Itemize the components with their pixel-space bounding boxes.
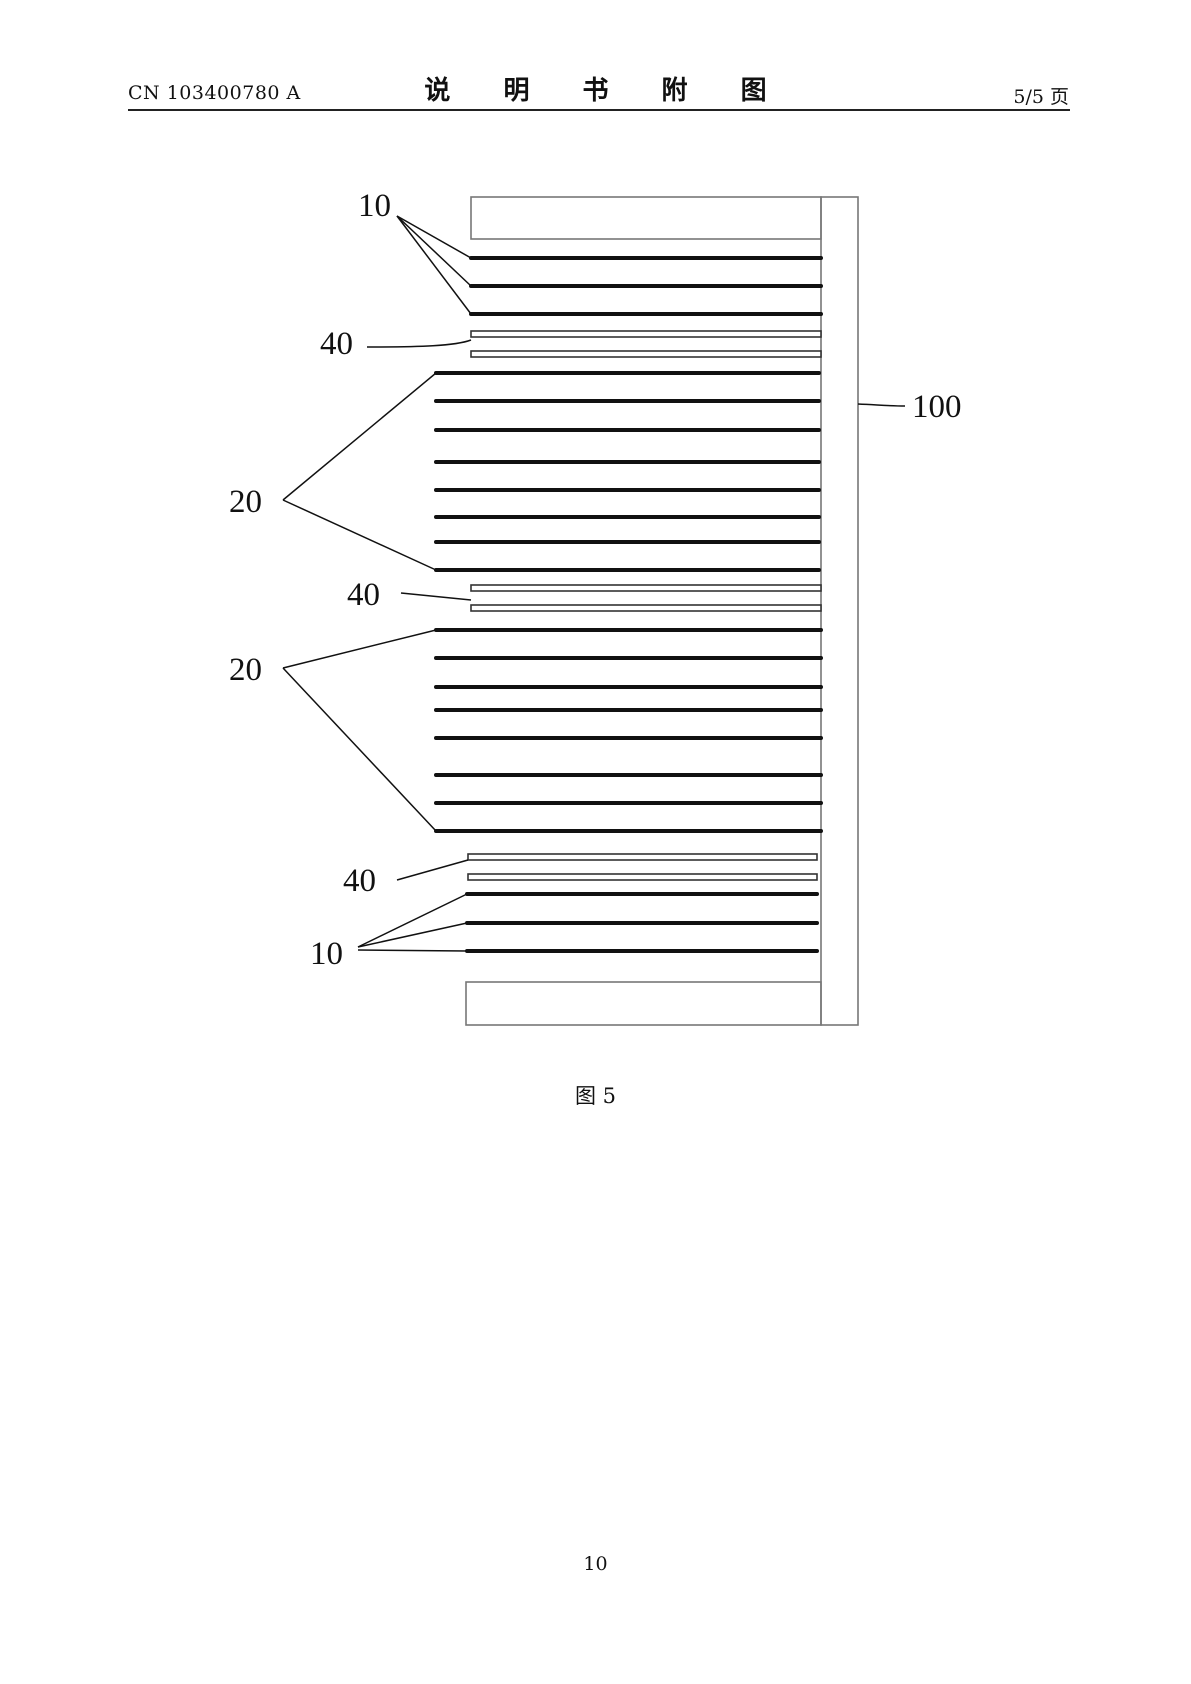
separators-40-bottom <box>467 853 818 881</box>
leader-10-top <box>396 215 472 259</box>
section-title: 说 明 书 附 图 <box>424 76 789 106</box>
leader-lines <box>282 215 906 952</box>
leader-100 <box>857 403 906 407</box>
separator-40 <box>467 873 818 881</box>
page-number: 10 <box>583 1553 608 1575</box>
leader-10-bottom <box>357 893 468 948</box>
top-end-block <box>470 196 822 240</box>
side-wall-100 <box>820 196 859 1026</box>
label-20-lower: 20 <box>229 652 262 688</box>
leader-10-top <box>396 215 472 287</box>
figure-caption: 图 5 <box>574 1084 617 1108</box>
leader-40-middle <box>400 592 472 601</box>
label-40-bottom: 40 <box>343 863 376 899</box>
label-10-bottom: 10 <box>310 936 343 972</box>
plates-20-upper <box>434 371 821 572</box>
leader-40-bottom <box>396 859 469 881</box>
label-20-upper: 20 <box>229 484 262 520</box>
separator-40 <box>470 330 822 338</box>
leader-20-upper <box>282 499 437 571</box>
separator-40 <box>470 350 822 358</box>
label-10-top: 10 <box>358 188 391 224</box>
header-rule <box>128 109 1070 111</box>
leader-20-lower <box>282 667 437 832</box>
label-100: 100 <box>912 389 962 425</box>
leader-10-bottom <box>357 922 468 948</box>
leader-20-lower <box>282 629 437 669</box>
label-40-top: 40 <box>320 326 353 362</box>
label-40-middle: 40 <box>347 577 380 613</box>
leader-10-bottom <box>357 949 468 952</box>
patent-number: CN 103400780 A <box>128 82 301 104</box>
separator-40 <box>470 584 822 592</box>
plates-10-top <box>469 256 823 316</box>
plates-10-bottom <box>465 892 819 953</box>
plates-20-lower <box>434 628 823 833</box>
bottom-end-block <box>465 981 822 1026</box>
figure-5-diagram: 10 40 100 20 40 20 40 10 <box>229 188 962 1026</box>
leader-10-top <box>396 215 472 315</box>
separators-40-middle <box>470 584 822 612</box>
separator-40 <box>470 604 822 612</box>
leader-20-upper <box>282 372 437 501</box>
leader-40-top <box>366 339 472 348</box>
page-fraction: 5/5 页 <box>1013 86 1069 108</box>
separator-40 <box>467 853 818 861</box>
separators-40-top <box>470 330 822 358</box>
